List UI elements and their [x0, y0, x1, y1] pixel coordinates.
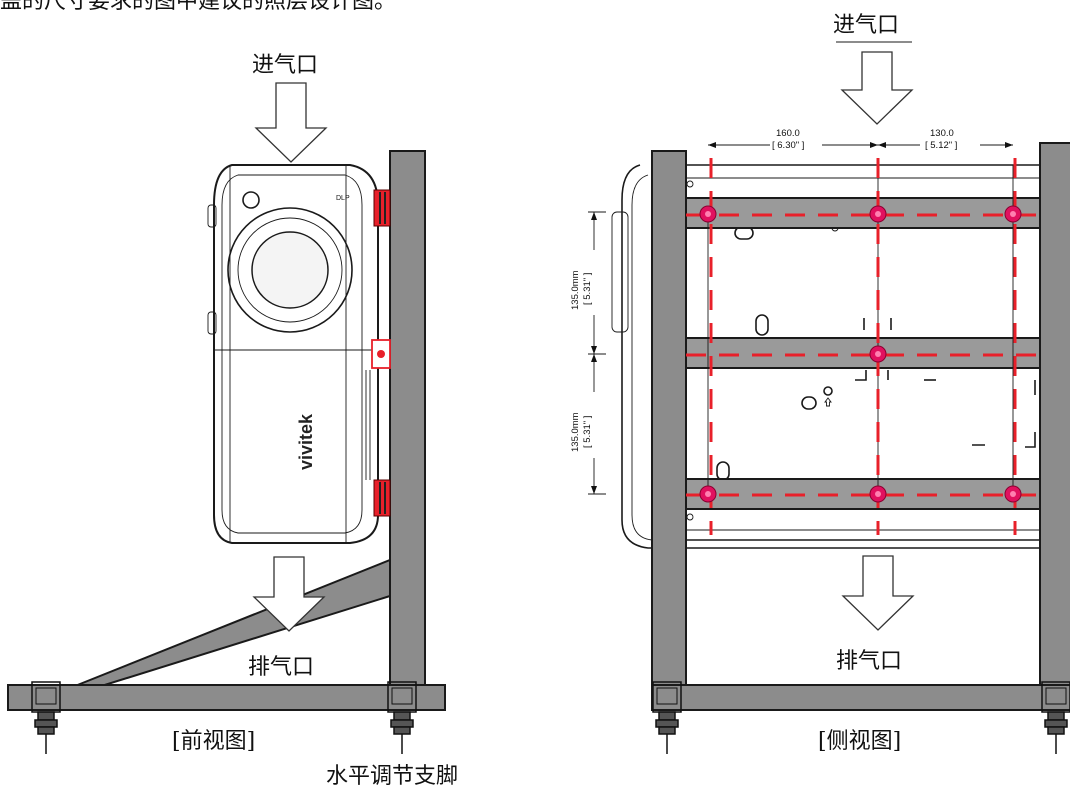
- leveling-foot-label: 水平调节支脚: [326, 764, 458, 785]
- mount-grid-lines: [686, 158, 1040, 535]
- side-exhaust-label: 排气口: [836, 649, 902, 674]
- dim-v1-value: 135.0mm: [570, 270, 581, 310]
- dim-h2-inch: [ 5.12" ]: [925, 140, 957, 151]
- front-intake-label: 进气口: [252, 53, 318, 78]
- side-post-left: [651, 150, 687, 689]
- side-leveling-foot-right: [1041, 681, 1070, 754]
- side-base-bar: [651, 684, 1070, 711]
- side-bar-top: [685, 197, 1041, 229]
- top-caption: 盖的尺寸要求的图中建议的照层设计图。: [0, 0, 396, 14]
- dim-h2-value: 130.0: [930, 128, 954, 139]
- dim-v2-value: 135.0mm: [570, 412, 581, 452]
- front-leveling-foot-right: [387, 681, 417, 754]
- mount-points: [699, 205, 1022, 503]
- dim-v2-inch: [ 5.31" ]: [582, 416, 593, 448]
- side-bar-middle: [685, 337, 1041, 369]
- front-exhaust-label: 排气口: [248, 655, 314, 680]
- front-lens: [251, 231, 329, 309]
- svg-text:DLP: DLP: [336, 195, 350, 202]
- dim-h1-value: 160.0: [776, 128, 800, 139]
- side-intake-label: 进气口: [833, 13, 899, 38]
- dim-h1-inch: [ 6.30" ]: [772, 140, 804, 151]
- front-intake-arrow: [254, 82, 328, 163]
- front-exhaust-arrow: [252, 556, 326, 632]
- front-leveling-foot-left: [31, 681, 61, 754]
- brand-logo: vivitek: [296, 413, 316, 470]
- side-intake-arrow: [840, 51, 914, 125]
- dim-v1-inch: [ 5.31" ]: [582, 273, 593, 305]
- dim-vertical: 135.0mm [ 5.31" ] 135.0mm [ 5.31" ]: [570, 211, 606, 495]
- front-view-label: [前视图]: [172, 729, 255, 754]
- front-mount-brackets: [371, 189, 391, 517]
- side-exhaust-arrow: [841, 555, 915, 631]
- front-diagonal-brace: [69, 558, 391, 689]
- front-projector: DLP vivitek: [207, 164, 379, 544]
- side-leveling-foot-left: [652, 681, 682, 754]
- dim-horizontal: 160.0 [ 6.30" ] 130.0 [ 5.12" ]: [708, 128, 1013, 151]
- side-view: 进气口: [570, 13, 1070, 754]
- side-view-label: [侧视图]: [818, 729, 901, 754]
- side-projector: [611, 164, 1040, 549]
- front-view: 进气口 DLP vivitek: [7, 53, 458, 785]
- front-vertical-post: [389, 150, 426, 689]
- front-base-bar: [7, 684, 446, 711]
- front-lens-ring: [227, 207, 353, 333]
- side-post-right: [1039, 142, 1070, 689]
